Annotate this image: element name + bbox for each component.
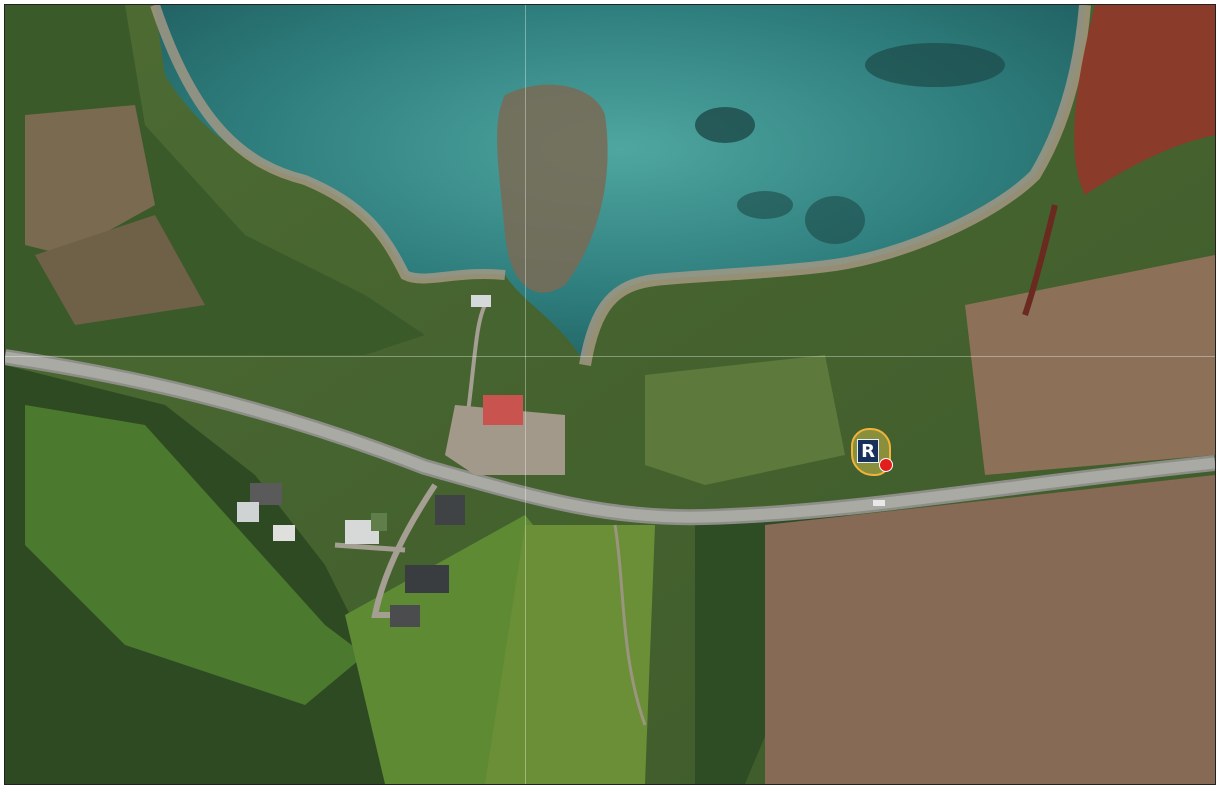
r-badge-icon[interactable]: R [857,439,879,463]
side-road [334,542,406,553]
vehicle [873,500,885,506]
reef [695,107,755,143]
map-view[interactable]: R [4,4,1216,785]
gravel-yard [445,405,565,475]
building [237,502,259,522]
building [405,565,449,593]
field-green [25,405,365,705]
building-red-roof [483,395,523,425]
location-dot-icon[interactable] [879,458,893,472]
map-marker[interactable]: R [851,428,893,476]
field-green [345,515,565,784]
field-brown [25,105,155,255]
sandbar [497,84,608,293]
building [435,495,465,525]
shoreline [579,5,1091,366]
reef [865,43,1005,87]
field-green [485,525,655,784]
crosshair-horizontal [5,356,1215,357]
shoreline [150,5,506,284]
stream [1022,204,1058,316]
building [273,525,295,541]
building [250,483,282,505]
reef [737,191,793,219]
aerial-imagery [5,5,1215,784]
building [471,295,491,307]
field-brown [35,215,205,325]
building [390,605,420,627]
sea [155,5,1085,365]
building [371,513,387,531]
field-brown [765,475,1215,784]
reef [805,196,865,244]
main-road-surface [5,351,1215,523]
crosshair-vertical [525,5,526,784]
track [613,524,647,726]
field-grass [645,355,845,485]
marsh [1074,5,1215,195]
